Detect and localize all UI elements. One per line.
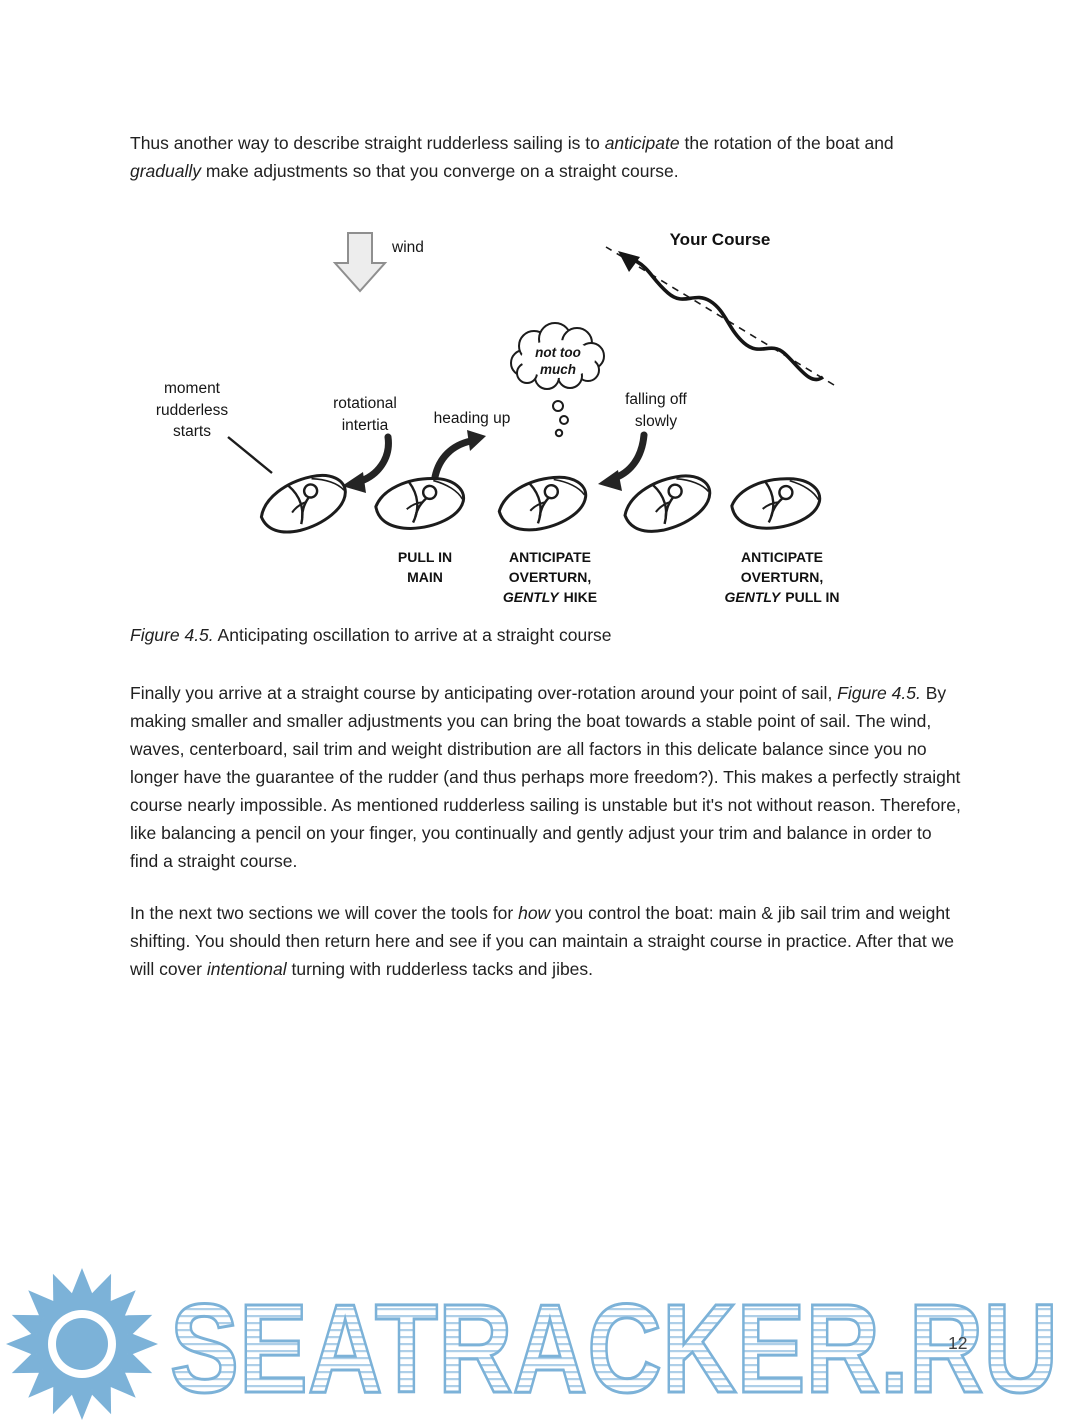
figure-4-5-diagram: wind Your Course not too much [120, 215, 900, 615]
text-run: the rotation of the boat and [679, 133, 894, 153]
falling-off-label-line1: falling off [625, 391, 687, 408]
wind-label: wind [391, 239, 424, 256]
text-run: Thus another way to describe straight ru… [130, 133, 605, 153]
rotational-label-line1: rotational [333, 395, 397, 412]
boat3-label-line2: OVERTURN, [509, 569, 591, 585]
course-dashed-line [605, 246, 835, 386]
emphasis-text: GENTLY [725, 589, 782, 605]
body-paragraph-1: Finally you arrive at a straight course … [130, 679, 964, 875]
rotational-label-line2: intertia [342, 417, 389, 434]
boat2-label-line2: MAIN [407, 569, 443, 585]
watermark-canvas: SEATRACKER.RU [6, 1268, 1060, 1421]
figure-caption-text: Anticipating oscillation to arrive at a … [213, 625, 612, 645]
thought-dots [552, 400, 569, 438]
emphasis-text: Figure 4.5. [837, 683, 921, 703]
cloud-text-line2: much [540, 362, 576, 377]
boat-sketch-5 [728, 473, 823, 534]
moment-label-line3: starts [173, 423, 211, 440]
watermark-logo: SEATRACKER.RU [0, 1262, 1080, 1425]
body-paragraph-2: In the next two sections we will cover t… [130, 899, 964, 983]
text-run: you control the boat: main & jib sail tr… [130, 903, 954, 979]
boat5-label-line2: OVERTURN, [741, 569, 823, 585]
moment-label-line1: moment [164, 380, 221, 397]
course-wavy-arrow [635, 259, 825, 382]
text-run: make adjustments so that you converge on… [201, 161, 679, 181]
boat2-label-line1: PULL IN [398, 549, 452, 565]
course-arrowhead-icon [618, 251, 640, 272]
text-run: In the next two sections we will cover t… [130, 903, 519, 923]
boat5-label-line1: ANTICIPATE [741, 549, 823, 565]
intro-paragraph: Thus another way to describe straight ru… [130, 129, 964, 185]
heading-up-arrow [431, 437, 475, 481]
page-number: 12 [948, 1333, 968, 1353]
figure-caption-label: Figure 4.5. [130, 625, 214, 645]
boat-sketch-1 [254, 469, 353, 539]
boat-sketch-4 [619, 470, 716, 537]
emphasis-text: GENTLY [503, 589, 560, 605]
text-run: HIKE [564, 589, 597, 605]
heading-up-label: heading up [434, 410, 511, 427]
boat-sketch-2 [373, 474, 467, 533]
emphasis-text: how [518, 903, 551, 923]
emphasis-text: gradually [130, 161, 202, 181]
figure-4-5-canvas: wind Your Course not too much [156, 230, 840, 605]
emphasis-text: anticipate [604, 133, 680, 153]
your-course-label: Your Course [670, 230, 771, 249]
boat-sketch-3 [496, 474, 589, 533]
text-run: turning with rudderless tacks and jibes. [286, 959, 594, 979]
cloud-bubble [510, 322, 605, 390]
moment-label-line2: rudderless [156, 402, 229, 419]
figure-caption: Figure 4.5. Anticipating oscillation to … [130, 621, 612, 649]
falling-off-label-line2: slowly [635, 413, 677, 430]
sun-icon [6, 1268, 158, 1420]
cloud-text-line1: not too [535, 345, 581, 360]
wind-arrow-icon [332, 232, 388, 293]
heading-up-arrowhead-icon [467, 430, 486, 451]
falling-off-arrowhead-icon [598, 470, 622, 491]
text-run: PULL IN [785, 589, 839, 605]
rotational-arrowhead-icon [342, 472, 366, 493]
boat3-label-line1: ANTICIPATE [509, 549, 591, 565]
text-run: Finally you arrive at a straight course … [130, 683, 838, 703]
moment-pointer-line [227, 436, 273, 474]
text-run: By making smaller and smaller adjustment… [130, 683, 961, 871]
watermark-text: SEATRACKER.RU [170, 1278, 1058, 1419]
emphasis-text: intentional [206, 959, 287, 979]
